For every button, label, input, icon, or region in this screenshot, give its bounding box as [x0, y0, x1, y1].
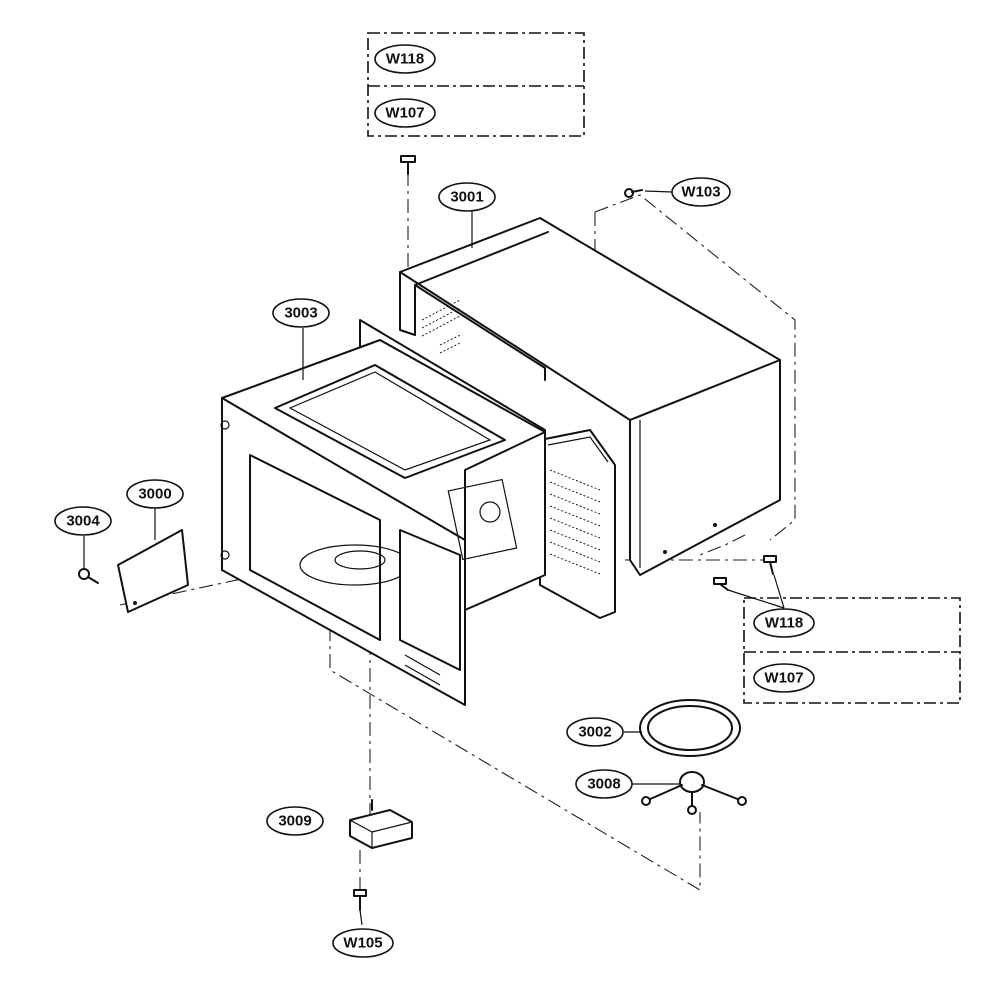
turntable-motor [349, 799, 413, 849]
tag-3003: 3003 [272, 298, 330, 328]
tag-w118-bottom: W118 [753, 608, 815, 638]
tag-w103: W103 [671, 177, 731, 207]
glass-tray [639, 699, 741, 757]
screw-w107-top [400, 155, 416, 175]
reference-box-top [367, 32, 585, 137]
back-plate [539, 429, 616, 619]
tag-w118-bottom-label: W118 [765, 615, 803, 632]
tag-w107-bottom-label: W107 [764, 670, 803, 687]
back-plate-vents [549, 469, 601, 575]
screw-w118-bottom [763, 555, 777, 575]
tag-3008: 3008 [575, 769, 633, 799]
leader-lines [83, 190, 785, 926]
tag-w107-bottom: W107 [753, 663, 815, 693]
screw-w107-bottom [713, 577, 729, 591]
tag-3002: 3002 [566, 717, 624, 747]
tag-3001: 3001 [438, 182, 496, 212]
tag-3000: 3000 [126, 479, 184, 509]
tag-w103-label: W103 [681, 184, 720, 201]
tag-w107-top: W107 [374, 98, 436, 128]
screw-w105 [353, 889, 367, 911]
tag-3000-label: 3000 [138, 486, 171, 503]
tag-w118-top-label: W118 [386, 51, 424, 68]
roller-ring [641, 771, 747, 815]
tag-w107-top-label: W107 [385, 105, 424, 122]
inner-cavity [220, 319, 546, 706]
tag-3002-label: 3002 [578, 724, 611, 741]
tag-w105-label: W105 [343, 935, 382, 952]
tag-3004-label: 3004 [66, 513, 100, 530]
reference-box-bottom [743, 597, 961, 704]
tag-3001-label: 3001 [450, 189, 483, 206]
cabinet-vent-slots [421, 299, 461, 354]
outer-cabinet [399, 217, 781, 576]
screw-w103 [624, 188, 643, 198]
tag-3009-label: 3009 [278, 813, 311, 830]
tag-w105: W105 [332, 928, 394, 958]
tag-3004: 3004 [54, 506, 112, 536]
tag-3003-label: 3003 [284, 305, 317, 322]
screw-3004 [78, 568, 99, 584]
tag-3009: 3009 [266, 806, 324, 836]
tag-3008-label: 3008 [587, 776, 620, 793]
waveguide-cover [117, 529, 189, 613]
tag-w118-top: W118 [374, 44, 436, 74]
